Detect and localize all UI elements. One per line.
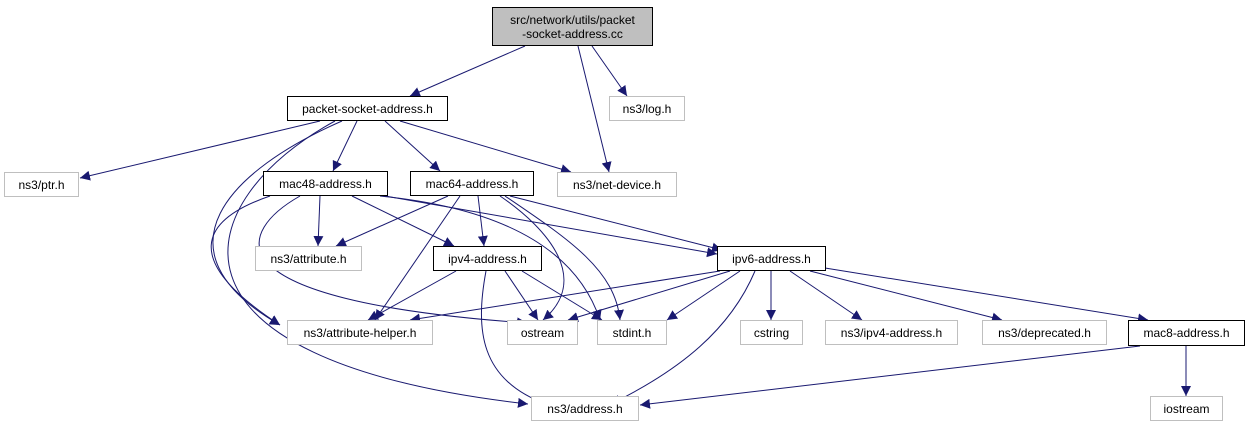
edge-root-to-packet-socket-address-h	[409, 45, 526, 97]
node-ipv4-address-h[interactable]: ipv4-address.h	[433, 246, 542, 271]
edge-ipv4-address-h-to-address-h	[481, 270, 547, 406]
edge-packet-socket-address-h-to-mac64-address-h	[384, 120, 441, 172]
node-log-h: ns3/log.h	[609, 96, 685, 121]
edge-packet-socket-address-h-to-ptr-h	[79, 120, 321, 181]
node-ns3-ipv4-address-h: ns3/ipv4-address.h	[825, 320, 958, 345]
edge-packet-socket-address-h-to-attribute-helper-h	[212, 120, 343, 326]
node-root-file[interactable]: src/network/utils/packet -socket-address…	[492, 7, 653, 46]
edge-mac64-address-h-to-ostream	[499, 195, 565, 321]
node-ostream: ostream	[507, 320, 578, 345]
node-address-h: ns3/address.h	[531, 396, 639, 421]
edge-ipv6-address-h-to-mac8-address-h	[824, 267, 1149, 324]
edge-packet-socket-address-h-to-net-device-h	[399, 120, 572, 174]
edge-root-to-net-device-h	[577, 45, 612, 173]
edge-mac64-address-h-to-attribute-h	[335, 195, 449, 247]
node-ipv6-address-h[interactable]: ipv6-address.h	[717, 246, 826, 271]
edge-mac64-address-h-to-stdint-h	[504, 195, 624, 321]
node-deprecated-h: ns3/deprecated.h	[982, 320, 1107, 345]
edge-mac64-address-h-to-attribute-helper-h	[374, 195, 461, 321]
edge-ipv6-address-h-to-ostream	[567, 270, 731, 322]
edge-ipv6-address-h-to-deprecated-h	[809, 270, 1003, 323]
edge-ipv6-address-h-to-address-h	[610, 270, 756, 405]
edge-mac8-address-h-to-address-h	[639, 345, 1141, 409]
node-packet-socket-address-h[interactable]: packet-socket-address.h	[287, 96, 448, 121]
edge-packet-socket-address-h-to-address-h	[227, 120, 529, 408]
edge-mac48-address-h-to-attribute-helper-h	[210, 195, 281, 326]
node-cstring: cstring	[740, 320, 803, 345]
node-mac64-address-h[interactable]: mac64-address.h	[410, 171, 534, 196]
node-attribute-h: ns3/attribute.h	[255, 246, 362, 271]
node-net-device-h: ns3/net-device.h	[557, 172, 677, 197]
edge-ipv4-address-h-to-ostream	[504, 270, 539, 321]
edge-packet-socket-address-h-to-mac48-address-h	[332, 120, 358, 172]
node-attribute-helper-h: ns3/attribute-helper.h	[287, 320, 433, 345]
node-iostream: iostream	[1150, 396, 1223, 421]
node-stdint-h: stdint.h	[597, 320, 667, 345]
edge-mac64-address-h-to-ipv4-address-h	[477, 195, 488, 247]
edge-root-to-log-h	[591, 45, 628, 97]
edge-mac48-address-h-to-stdint-h	[379, 195, 602, 321]
node-mac8-address-h[interactable]: mac8-address.h	[1128, 320, 1245, 346]
edge-ipv6-address-h-to-attribute-helper-h	[409, 270, 721, 324]
node-ptr-h: ns3/ptr.h	[4, 172, 79, 197]
edge-mac64-address-h-to-ipv6-address-h	[509, 195, 723, 253]
edge-ipv6-address-h-to-ns3-ipv4-address-h	[789, 270, 863, 321]
node-mac48-address-h[interactable]: mac48-address.h	[263, 171, 388, 196]
edge-ipv6-address-h-to-stdint-h	[666, 270, 741, 321]
edge-mac48-address-h-to-ipv4-address-h	[351, 195, 455, 247]
edge-mac48-address-h-to-attribute-h	[313, 195, 324, 247]
edge-ipv4-address-h-to-attribute-helper-h	[367, 270, 457, 321]
